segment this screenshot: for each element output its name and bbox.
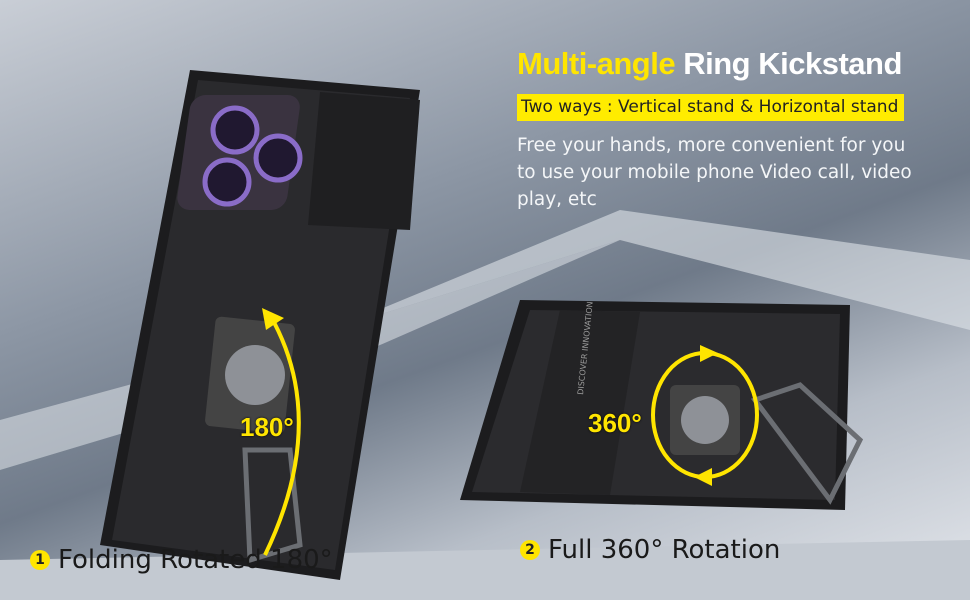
headline-highlight: Multi-angle bbox=[517, 46, 676, 81]
feature-number-badge: 2 bbox=[520, 540, 540, 560]
feature-label: Full 360° Rotation bbox=[548, 535, 781, 565]
angle-label-360: 360° bbox=[588, 408, 642, 438]
feature-number-badge: 1 bbox=[30, 550, 50, 570]
feature-caption-2: 2 Full 360° Rotation bbox=[520, 535, 780, 565]
headline-rest: Ring Kickstand bbox=[683, 46, 902, 81]
arrowhead bbox=[700, 345, 718, 362]
angle-label-180: 180° bbox=[240, 412, 294, 442]
vertical-phone-case bbox=[100, 70, 420, 580]
feature-label: Folding Rotated 180° bbox=[58, 545, 333, 575]
subheadline: Two ways : Vertical stand & Horizontal s… bbox=[517, 94, 905, 121]
feature-caption-1: 1 Folding Rotated 180° bbox=[30, 545, 333, 575]
description: Free your hands, more convenient for you… bbox=[517, 135, 912, 210]
arrowhead bbox=[694, 468, 712, 486]
arrowhead bbox=[262, 308, 284, 330]
rotate-180-arrow bbox=[263, 314, 301, 556]
horizontal-phone-case bbox=[460, 300, 864, 510]
background-prism bbox=[330, 210, 970, 330]
headline: Multi-angle Ring Kickstand bbox=[517, 46, 902, 82]
